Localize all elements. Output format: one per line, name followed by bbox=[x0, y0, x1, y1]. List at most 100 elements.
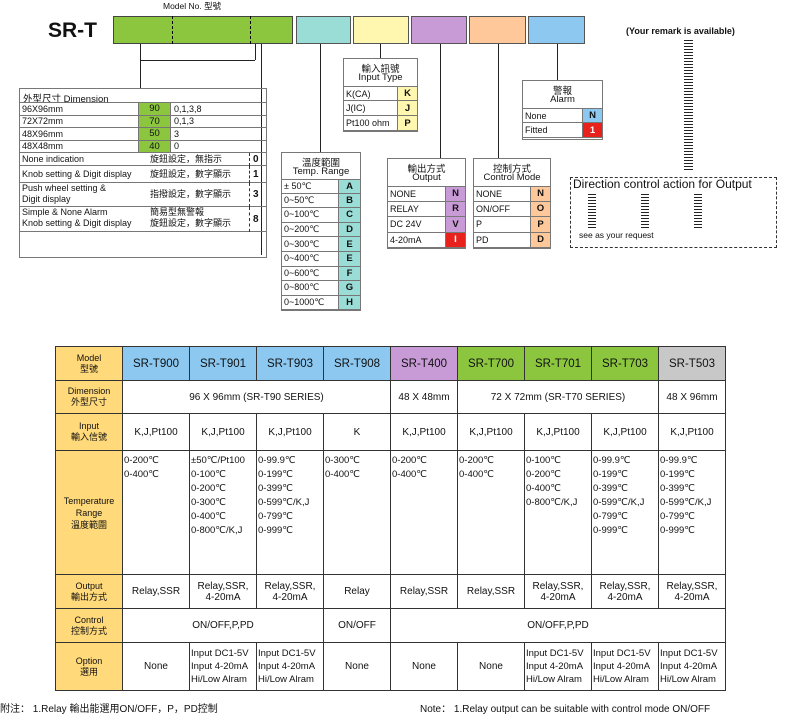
control-item-code: P bbox=[531, 217, 551, 233]
dim-T503: 48 X 96mm bbox=[658, 380, 726, 414]
code-bar-output bbox=[411, 16, 467, 44]
control-item-label: NONE bbox=[473, 186, 531, 202]
output-item-code: R bbox=[446, 201, 466, 217]
dimension-size-options: 0,1,3,8 bbox=[171, 103, 267, 116]
alarm-item-label: Fitted bbox=[522, 123, 583, 138]
alarm-item-code: 1 bbox=[583, 123, 603, 138]
output-cell: Relay,SSR,4-20mA bbox=[591, 574, 659, 609]
dimension-mode-divider bbox=[249, 207, 250, 232]
input_type-item-code: P bbox=[398, 116, 418, 131]
temp_range-item-label: 0~100℃ bbox=[281, 208, 339, 223]
dimension-block bbox=[19, 88, 267, 258]
dimension-mode-zh: 旋鈕設定，無指示 bbox=[150, 153, 223, 164]
input-cell: K,J,Pt100 bbox=[390, 413, 458, 451]
alarm-item-code: N bbox=[583, 108, 603, 123]
control-item-code: N bbox=[531, 186, 551, 202]
model-SR-T700: SR-T700 bbox=[457, 346, 525, 381]
dimension-size-label: 72X72mm bbox=[19, 115, 139, 128]
dimension-mode-en: Push wheel setting & bbox=[22, 183, 107, 193]
dimension-mode-en2: Knob setting & Digit display bbox=[22, 218, 132, 228]
alarm-title-en: Alarm bbox=[550, 94, 575, 105]
input-type-title-zh: 輸入訊號 bbox=[361, 64, 400, 75]
input_type-item-code: K bbox=[398, 86, 418, 101]
dim-T90-series: 96 X 96mm (SR-T90 SERIES) bbox=[122, 380, 391, 414]
option-cell: None bbox=[122, 642, 190, 691]
dimension-mode-divider bbox=[249, 166, 250, 183]
dimension-mode-zh: 旋鈕設定，數字顯示 bbox=[150, 168, 232, 179]
input-cell: K,J,Pt100 bbox=[122, 413, 190, 451]
dim-T70-series: 72 X 72mm (SR-T70 SERIES) bbox=[457, 380, 659, 414]
temp_range-item-code: E bbox=[339, 237, 361, 252]
model-SR-T503: SR-T503 bbox=[658, 346, 726, 381]
dimension-size-options: 0,1,3 bbox=[171, 116, 267, 128]
temp-range-title-zh: 溫度範圍 bbox=[301, 158, 340, 169]
model-no-label: Model No. 型號 bbox=[163, 1, 222, 11]
alarm-title-zh: 警報 bbox=[552, 86, 572, 97]
dimension-mode-en: None indication bbox=[22, 153, 85, 164]
control-item-code: D bbox=[531, 232, 551, 248]
input-cell: K,J,Pt100 bbox=[189, 413, 257, 451]
output-item-code: N bbox=[446, 186, 466, 202]
connector-line bbox=[140, 60, 255, 61]
input-cell: K,J,Pt100 bbox=[256, 413, 324, 451]
dimension-size-options: 0 bbox=[171, 141, 267, 153]
direction-note: see as your request bbox=[579, 230, 654, 240]
dimension-title: 外型尺寸 Dimension bbox=[23, 94, 109, 105]
control-item-label: P bbox=[473, 217, 531, 233]
input_type-item-code: J bbox=[398, 101, 418, 116]
output-title-en: Output bbox=[412, 172, 441, 183]
output-cell: Relay,SSR,4-20mA bbox=[658, 574, 726, 609]
temp_range-item-label: 0~50℃ bbox=[281, 193, 339, 209]
output-cell: Relay,SSR bbox=[457, 574, 525, 609]
temp_range-item-label: 0~800℃ bbox=[281, 281, 339, 296]
dimension-mode-divider bbox=[249, 183, 250, 207]
input-cell: K,J,Pt100 bbox=[658, 413, 726, 451]
temp_range-item-code: C bbox=[339, 208, 361, 223]
dimension-size-options: 3 bbox=[171, 128, 267, 141]
code-bar-input bbox=[353, 16, 409, 44]
code-bar-temp bbox=[296, 16, 351, 44]
output-item-label: RELAY bbox=[387, 201, 446, 217]
dimension-mode-en2: Digit display bbox=[22, 194, 71, 204]
output-cell: Relay,SSR,4-20mA bbox=[189, 574, 257, 609]
remark-note: (Your remark is available) bbox=[626, 26, 735, 36]
dimension-mode-zh: 簡易型無警報 bbox=[150, 207, 205, 217]
control-others: ON/OFF,P,PD bbox=[390, 608, 726, 643]
direction-box bbox=[570, 177, 777, 248]
dimension-mode-code: 1 bbox=[253, 168, 259, 180]
control-T908: ON/OFF bbox=[323, 608, 391, 643]
code-bar-dimension bbox=[113, 16, 293, 44]
model-SR-T400: SR-T400 bbox=[390, 346, 458, 381]
output-cell: Relay,SSR bbox=[122, 574, 190, 609]
dimension-size-code: 50 bbox=[139, 128, 171, 141]
temp_range-item-label: ± 50℃ bbox=[281, 179, 339, 194]
model-SR-T703: SR-T703 bbox=[591, 346, 659, 381]
input_type-item-label: J(IC) bbox=[343, 101, 398, 116]
input-cell: K,J,Pt100 bbox=[457, 413, 525, 451]
dimension-size-code: 70 bbox=[139, 115, 171, 128]
output-item-label: NONE bbox=[387, 186, 446, 202]
dimension-size-label: 48X96mm bbox=[19, 128, 139, 141]
code-bar-divider bbox=[172, 16, 173, 44]
model-SR-T901: SR-T901 bbox=[189, 346, 257, 381]
temp_range-item-label: 0~200℃ bbox=[281, 222, 339, 238]
temp_range-item-label: 0~300℃ bbox=[281, 237, 339, 252]
connector-line bbox=[498, 44, 499, 158]
